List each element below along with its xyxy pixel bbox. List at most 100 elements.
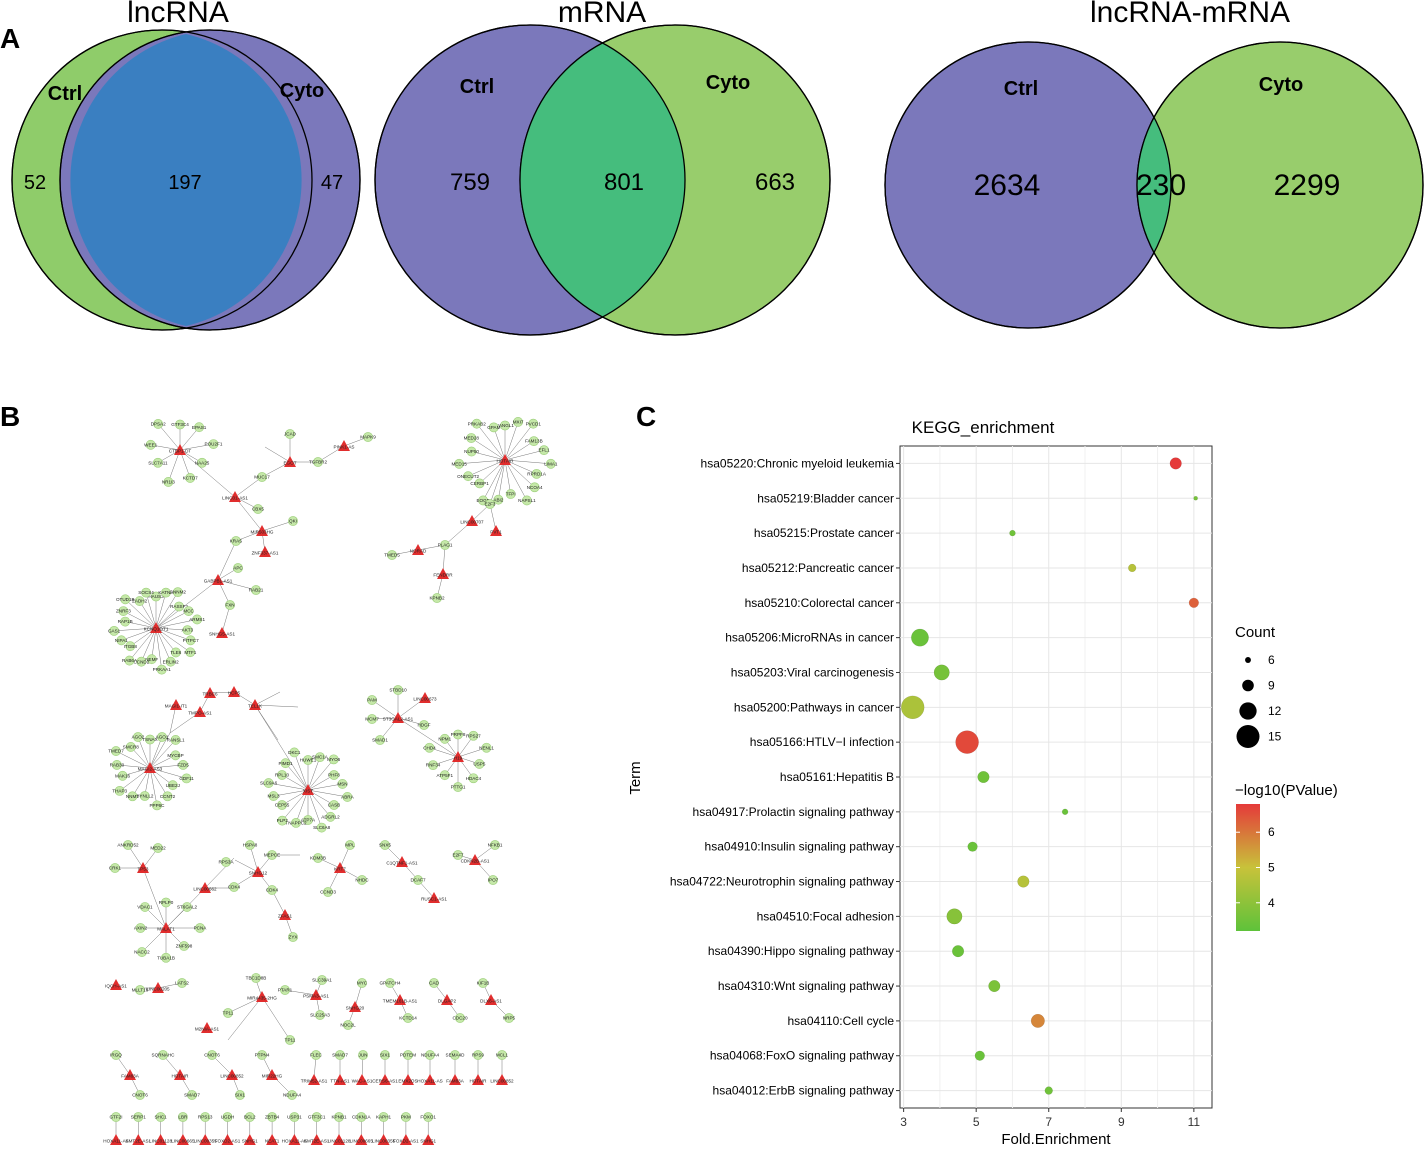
mrna-node-label: RPL10 [275, 773, 289, 778]
mrna-node-label: HUWE1 [300, 758, 317, 763]
network-edge [489, 459, 506, 505]
kegg-term-label: hsa05203:Viral carcinogenesis [731, 665, 894, 679]
lncrna-node [499, 454, 511, 465]
mrna-node-label: CASB [328, 803, 341, 808]
mrna-node [425, 1050, 435, 1060]
mrna-node [485, 499, 495, 509]
mrna-node-label: SMAD1 [372, 738, 388, 743]
lncrna-node-label: KMT2E-AS1 [126, 1139, 152, 1144]
network-edge [307, 789, 348, 798]
mrna-node [140, 902, 150, 912]
mrna-node [207, 1050, 217, 1060]
kegg-point [933, 664, 950, 681]
network-edge [471, 437, 506, 461]
mrna-node [453, 729, 463, 740]
venn-mrna-overlap [519, 42, 686, 318]
mrna-node [267, 850, 277, 860]
mrna-node [233, 563, 243, 573]
lncrna-node [259, 546, 271, 557]
mrna-node [157, 732, 167, 742]
mrna-node-label: TUBA1B [157, 955, 175, 960]
venn-lncrna-left-count: 52 [24, 172, 46, 194]
mrna-node-label: TLE6 [170, 650, 181, 655]
mrna-node [478, 978, 488, 988]
mrna-node [474, 478, 485, 489]
mrna-node [145, 734, 155, 745]
kegg-point [951, 945, 965, 958]
network-edge [227, 996, 263, 1041]
mrna-node [380, 1050, 390, 1060]
lncrna-node [356, 1074, 368, 1085]
network-edge [264, 446, 291, 463]
mrna-node [257, 1050, 267, 1060]
mrna-node [473, 1050, 483, 1060]
lncrna-node [160, 922, 172, 933]
lncrna-node-label: DLX6-AS1 [480, 999, 502, 1004]
mrna-node [139, 791, 150, 801]
mrna-node-label: MTF1 [184, 650, 196, 655]
mrna-node-label: DPSA2 [151, 422, 167, 427]
lncrna-node-label: KMT2E-AS1 [304, 1139, 330, 1144]
kegg-term-label: hsa04910:Insulin signaling pathway [705, 840, 894, 854]
lncrna-node-label: HOXA11-AS [103, 1139, 128, 1144]
network-edge [150, 444, 181, 451]
mrna-node [257, 472, 267, 482]
mrna-node-label: SMCR8 [123, 745, 140, 750]
network-edge [151, 627, 157, 660]
lncrna-node [333, 1134, 345, 1145]
mrna-node-label: MYO6 [327, 757, 340, 762]
mrna-node [463, 471, 474, 482]
kegg-gridlines [900, 446, 1212, 1108]
mrna-node [313, 457, 323, 467]
mrna-node-label: TP11 [223, 1011, 234, 1016]
mrna-node [385, 978, 395, 988]
lncrna-node [466, 515, 478, 526]
network-edge [155, 592, 167, 629]
lncrna-node-label: LINC00665 [171, 1139, 195, 1144]
mrna-node-label: TMED5 [384, 553, 400, 558]
mrna-node [303, 755, 313, 765]
mrna-node-label: SLC6A8 [313, 825, 331, 830]
mrna-node [178, 760, 189, 770]
lncrna-node [216, 627, 228, 638]
lncrna-node-label: PINK1-AS [334, 445, 355, 450]
network-edge [149, 767, 158, 806]
lncrna-node-label: IQCH-AS1 [105, 984, 127, 989]
mrna-node [182, 625, 193, 636]
network-edge [141, 627, 157, 662]
mrna-node-label: AGO2 [132, 735, 145, 740]
mrna-node [419, 720, 429, 730]
mrna-node-label: LIMA1 [544, 461, 558, 466]
mrna-node [174, 601, 184, 612]
count-legend-dot [1236, 725, 1260, 748]
lncrna-node [201, 1022, 213, 1033]
network-edge [149, 736, 163, 769]
mrna-node [137, 947, 147, 957]
kegg-points [900, 457, 1199, 1095]
mrna-node [181, 773, 192, 784]
lncrna-node [437, 568, 449, 579]
mrna-node [334, 1112, 344, 1122]
network-edge [145, 592, 157, 629]
mrna-node-label: STBD10 [389, 688, 407, 693]
mrna-node [285, 1035, 295, 1045]
lncrna-node-label: TRBC6 [202, 692, 218, 697]
mrna-node [315, 752, 325, 763]
lncrna-node [174, 444, 186, 455]
mrna-node-label: SERP1 [131, 1115, 147, 1120]
mrna-node [118, 606, 129, 616]
mrna-node [453, 782, 463, 792]
mrna-node [133, 1112, 144, 1122]
lncrna-node [485, 994, 497, 1005]
mrna-node-label: PTAR1 [278, 988, 293, 993]
lncrna-node-label: HCP5 [228, 691, 241, 696]
lncrna-node-label: MIR503HG [251, 530, 274, 535]
network-edge [307, 789, 322, 828]
lncrna-node-label: MAGI1-IT1 [165, 704, 188, 709]
mrna-node-label: AXIN2 [134, 926, 148, 931]
lncrna-node [310, 989, 322, 1000]
mrna-node-label: CERBP1 [470, 481, 489, 486]
lncrna-node [355, 1134, 368, 1145]
lncrna-node [199, 882, 211, 893]
mrna-node-label: RAB6A [122, 658, 138, 663]
